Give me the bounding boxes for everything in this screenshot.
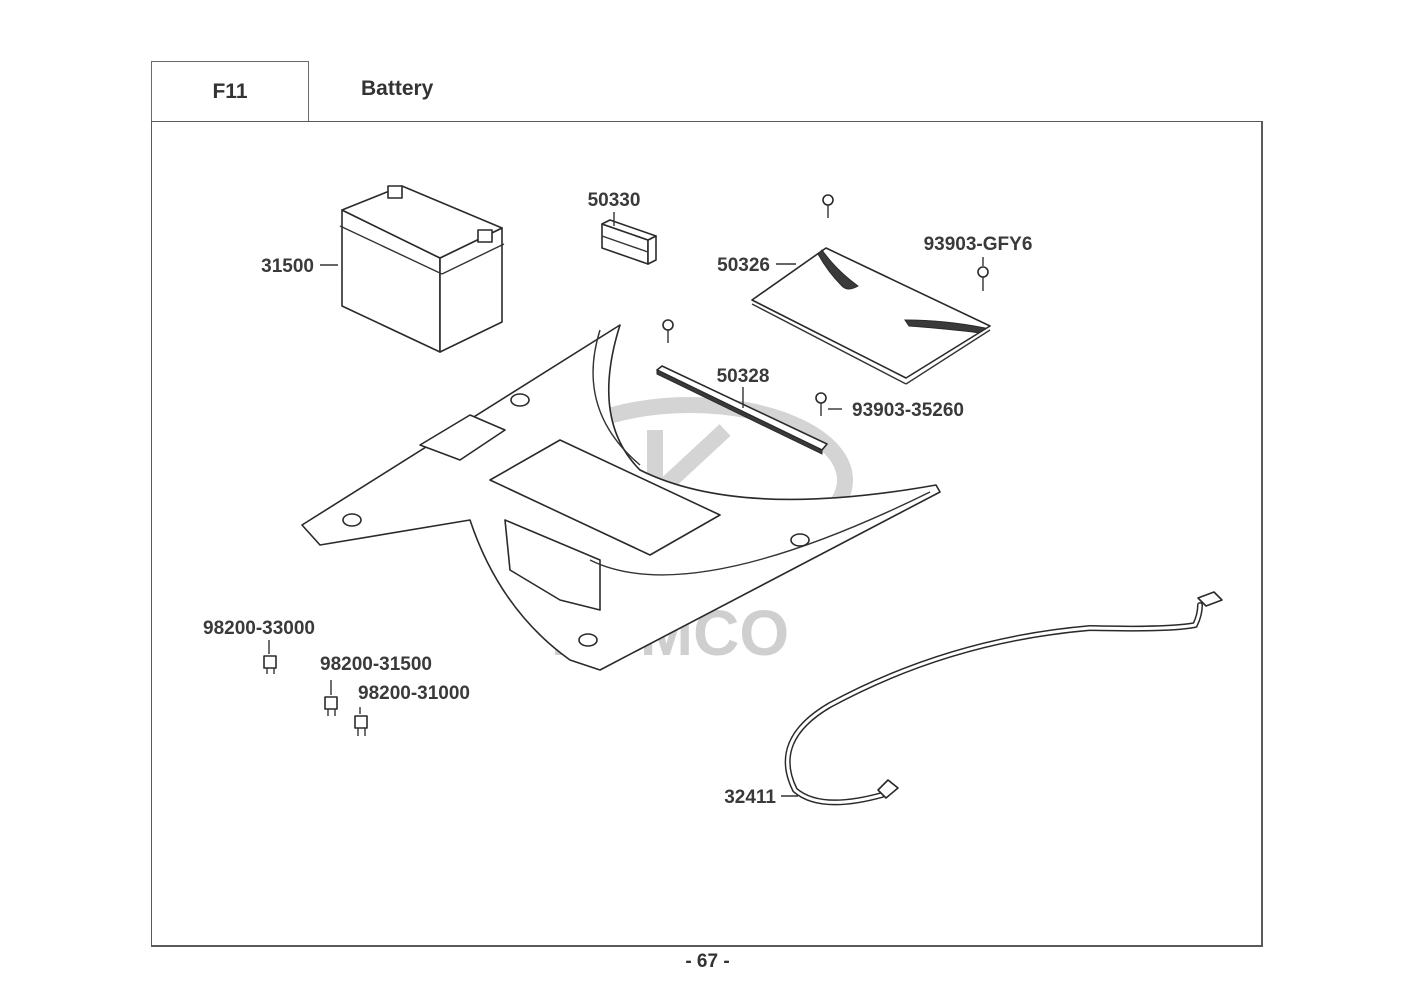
part-label-93903-gfy6: 93903-GFY6 (924, 234, 1033, 255)
cover-rib (817, 249, 859, 290)
screw-icon-mid (662, 319, 674, 343)
section-title: Battery (361, 77, 434, 100)
battery-pad-drawing (601, 219, 657, 265)
screw-icon-top (822, 194, 834, 218)
diagram-frame (151, 121, 1263, 947)
panel-inner-curve (589, 491, 931, 576)
panel-inner-curve (592, 329, 641, 466)
cover-rib (904, 319, 986, 333)
floor-panel-drawing (301, 324, 941, 671)
battery-lid-line (441, 243, 505, 275)
cable-outline (784, 602, 1203, 806)
panel-hole (510, 393, 530, 407)
cover-plate (751, 247, 991, 379)
part-label-50330: 50330 (588, 190, 641, 211)
part-label-32411: 32411 (724, 787, 776, 808)
part-label-50328: 50328 (717, 366, 770, 387)
battery-strap-drawing (656, 365, 828, 455)
fuse-icon-10a (354, 715, 368, 736)
battery-lid-line (339, 225, 443, 275)
pad-top (601, 219, 657, 241)
cover-edge (905, 329, 991, 385)
fuse-icon-30a (263, 655, 277, 674)
screw-icon-gfy6 (977, 266, 989, 291)
screw-icon-35260 (815, 392, 827, 416)
cable-terminal-bottom (877, 779, 899, 799)
panel-hole (578, 633, 598, 647)
battery-compartment (489, 439, 721, 556)
fuse-box-recess (419, 414, 506, 461)
panel-hole (342, 513, 362, 527)
cable-body (786, 603, 1202, 804)
cover-edge (751, 303, 907, 385)
part-label-31500: 31500 (261, 256, 314, 277)
panel-hole (790, 533, 810, 547)
page-number: - 67 - (685, 951, 730, 972)
part-label-98200-33000: 98200-33000 (203, 618, 315, 639)
pad-groove (601, 235, 649, 253)
part-label-98200-31500: 98200-31500 (320, 654, 432, 675)
part-label-50326: 50326 (717, 255, 770, 276)
cable-terminal-top (1197, 591, 1223, 607)
battery-top-face (341, 185, 503, 259)
fuse-icon-15a (324, 696, 338, 716)
strap-bar-edge (656, 369, 823, 455)
battery-drawing (339, 185, 505, 353)
underside-tray (504, 519, 601, 611)
battery-cable-drawing (784, 591, 1223, 806)
part-label-93903-35260: 93903-35260 (852, 400, 964, 421)
section-code: F11 (151, 61, 309, 122)
part-label-98200-31000: 98200-31000 (358, 683, 470, 704)
battery-cover-drawing (751, 247, 991, 385)
battery-terminal-neg (387, 185, 403, 199)
battery-terminal-pos (477, 229, 493, 243)
